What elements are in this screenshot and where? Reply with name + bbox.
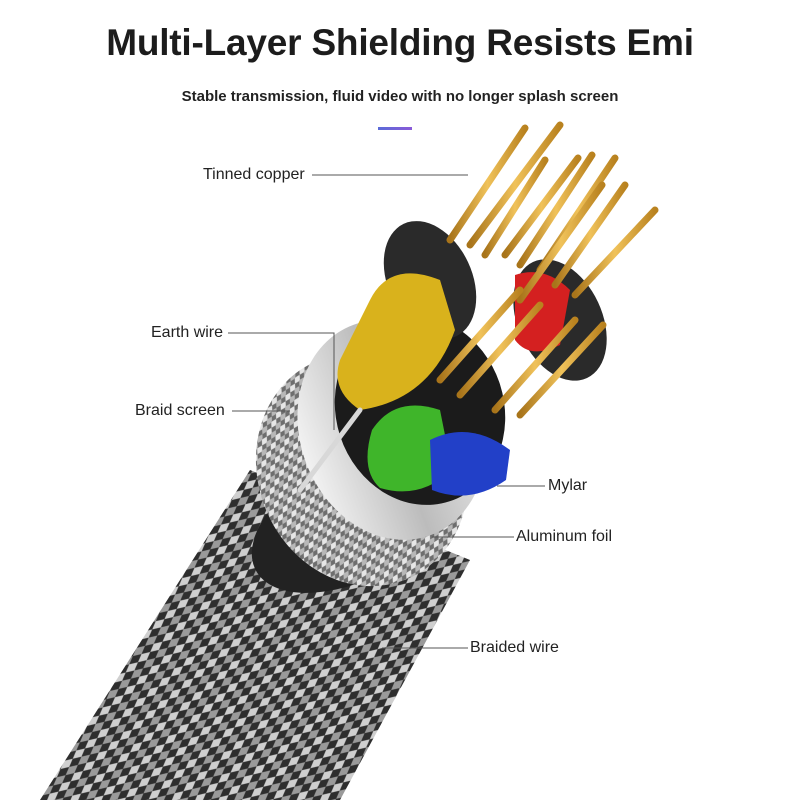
copper-strands — [436, 121, 659, 419]
label-earth-wire: Earth wire — [151, 324, 224, 341]
label-braid-screen: Braid screen — [135, 402, 225, 419]
accent-bar — [378, 127, 412, 130]
yellow-wire — [337, 273, 455, 410]
earth-wire — [297, 407, 363, 493]
label-mylar: Mylar — [548, 477, 588, 494]
page-title: Multi-Layer Shielding Resists Emi — [106, 22, 694, 63]
page-subtitle: Stable transmission, fluid video with no… — [181, 88, 619, 105]
label-aluminum-foil: Aluminum foil — [516, 528, 613, 545]
leader-earth-wire — [228, 332, 335, 430]
label-tinned-copper: Tinned copper — [203, 166, 305, 183]
green-wire — [367, 405, 452, 492]
blue-wire — [430, 432, 510, 496]
label-braided-wire: Braided wire — [470, 639, 559, 656]
